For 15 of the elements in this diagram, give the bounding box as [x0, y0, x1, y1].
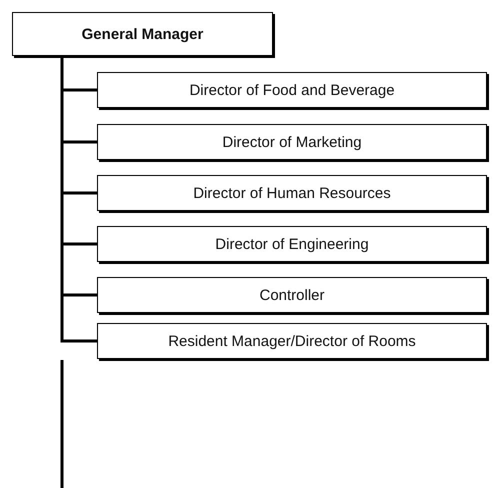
role-title: Resident Manager/Director of Rooms	[168, 332, 416, 350]
role-title: General Manager	[82, 26, 204, 42]
role-title: Controller	[259, 286, 325, 304]
role-box	[97, 323, 487, 359]
role-box	[97, 175, 487, 211]
role-title: Director of Human Resources	[193, 184, 391, 202]
role-box	[97, 124, 487, 160]
role-box	[97, 226, 487, 262]
role-box	[97, 72, 487, 108]
role-title: Director of Marketing	[222, 134, 362, 150]
role-title: Director of Food and Beverage	[189, 82, 395, 98]
role-title: Director of Engineering	[215, 236, 369, 252]
connector-line	[60, 56, 97, 342]
role-box	[97, 277, 487, 313]
manager-box	[12, 12, 273, 56]
